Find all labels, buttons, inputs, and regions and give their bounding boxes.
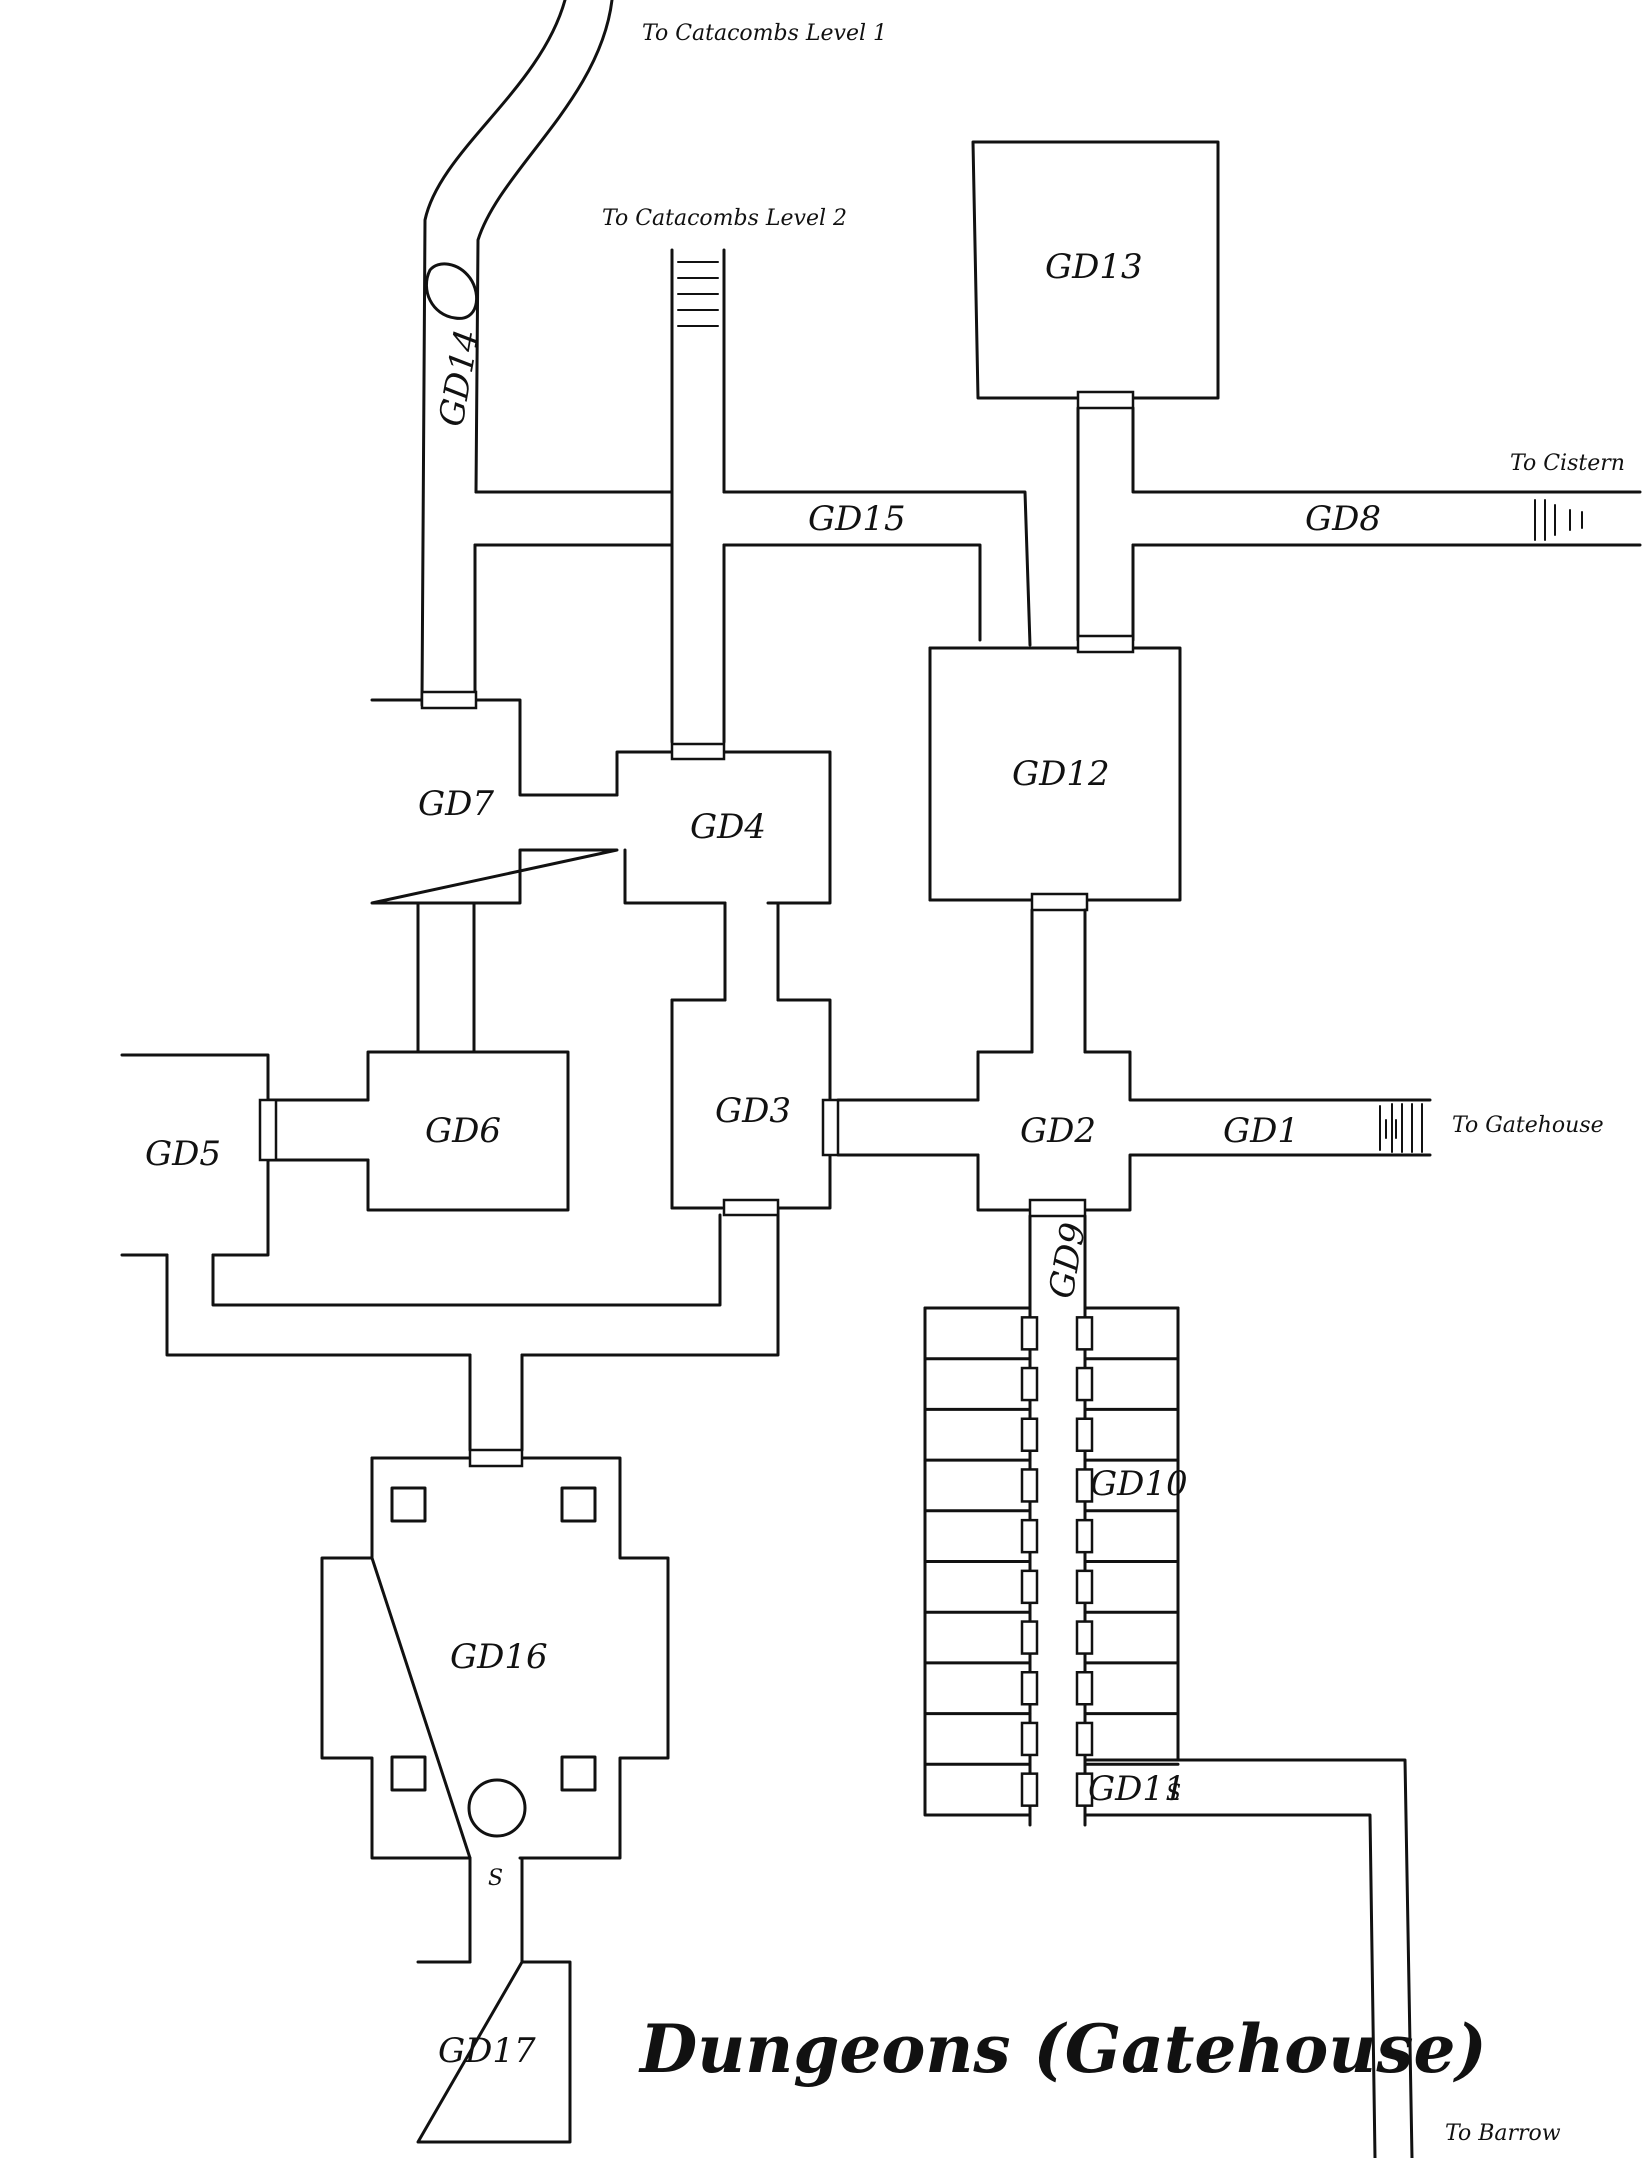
pillar-sw: [390, 1755, 427, 1792]
cell-door-east: [1075, 1468, 1094, 1503]
label-gd5: GD5: [145, 1134, 221, 1174]
cell-door-west: [1020, 1518, 1039, 1554]
room-gd7: [370, 690, 619, 1054]
door-gd7: [420, 690, 478, 710]
cell-door-east: [1075, 1671, 1094, 1706]
room-gd2: [976, 1050, 1432, 1218]
cell-door-east: [1075, 1721, 1094, 1757]
map-title: Dungeons (Gatehouse): [638, 2010, 1487, 2088]
cell-door-east: [1075, 1620, 1094, 1655]
label-gd4: GD4: [690, 807, 766, 847]
label-gd14: GD14: [431, 326, 487, 429]
door-gd5: [258, 1098, 278, 1162]
cell-door-east: [1075, 1569, 1094, 1605]
label-gd2: GD2: [1020, 1111, 1096, 1151]
label-gd6: GD6: [425, 1111, 501, 1151]
door-gd3-east: [821, 1098, 840, 1157]
exit-catacombs-level-1: To Catacombs Level 1: [642, 21, 887, 46]
cell-door-east: [1075, 1417, 1094, 1452]
cell-door-east: [1075, 1316, 1094, 1351]
cell-door-east: [1075, 1772, 1094, 1807]
room-gd17: [416, 1960, 572, 2144]
label-gd17: GD17: [438, 2031, 536, 2071]
door-gd13: [1076, 390, 1135, 410]
pillar-se: [560, 1755, 597, 1792]
room-gd16: [320, 1448, 670, 1964]
secret-door-marker-gd16: S: [488, 1866, 503, 1891]
pillar-nw: [390, 1486, 427, 1523]
cell-door-west: [1020, 1316, 1039, 1351]
rubble-boulder: [424, 262, 479, 320]
secret-door-marker-gd11: S: [1166, 1781, 1181, 1806]
cell-door-west: [1020, 1366, 1039, 1402]
door-gd4: [670, 742, 726, 761]
door-gd2-south: [1028, 1198, 1087, 1218]
room-gd13: [971, 140, 1642, 642]
corridor-gd15: [473, 248, 1032, 744]
cell-door-west: [1020, 1671, 1039, 1706]
cell-door-east: [1075, 1518, 1094, 1554]
room-gd4: [615, 742, 832, 1002]
label-gd16: GD16: [450, 1637, 548, 1677]
label-gd1: GD1: [1223, 1111, 1299, 1151]
room-gd3: [670, 998, 980, 1217]
door-gd3-south: [722, 1198, 780, 1217]
cell-door-east: [1075, 1366, 1094, 1402]
pillar-ne: [560, 1486, 597, 1523]
passage-gd11: [1083, 1758, 1414, 2158]
room-gd6: [266, 1050, 570, 1212]
label-gd7: GD7: [418, 784, 494, 824]
door-gd12-south: [1030, 892, 1089, 912]
label-gd10: GD10: [1090, 1464, 1188, 1504]
room-gd12: [928, 634, 1182, 1054]
cell-door-west: [1020, 1468, 1039, 1503]
room-gd5: [120, 1053, 780, 1452]
exit-cistern: To Cistern: [1510, 451, 1625, 476]
cell-door-west: [1020, 1569, 1039, 1605]
door-gd12-north: [1076, 634, 1135, 654]
well-circle: [467, 1778, 527, 1838]
door-gd16: [468, 1448, 524, 1468]
label-gd15: GD15: [808, 499, 906, 539]
label-gd3: GD3: [715, 1091, 791, 1131]
cell-door-west: [1020, 1417, 1039, 1452]
cell-door-west: [1020, 1721, 1039, 1757]
label-gd8: GD8: [1305, 499, 1381, 539]
cell-door-west: [1020, 1620, 1039, 1655]
tunnel-gd14: [420, 0, 614, 707]
exit-catacombs-level-2: To Catacombs Level 2: [602, 206, 847, 231]
label-gd12: GD12: [1012, 754, 1110, 794]
label-gd13: GD13: [1045, 247, 1143, 287]
exit-gatehouse: To Gatehouse: [1452, 1113, 1604, 1138]
label-gd11: GD11: [1088, 1769, 1186, 1809]
cellblock-gd10: [923, 1214, 1180, 1827]
exit-barrow: To Barrow: [1445, 2121, 1561, 2146]
cell-door-west: [1020, 1772, 1039, 1807]
